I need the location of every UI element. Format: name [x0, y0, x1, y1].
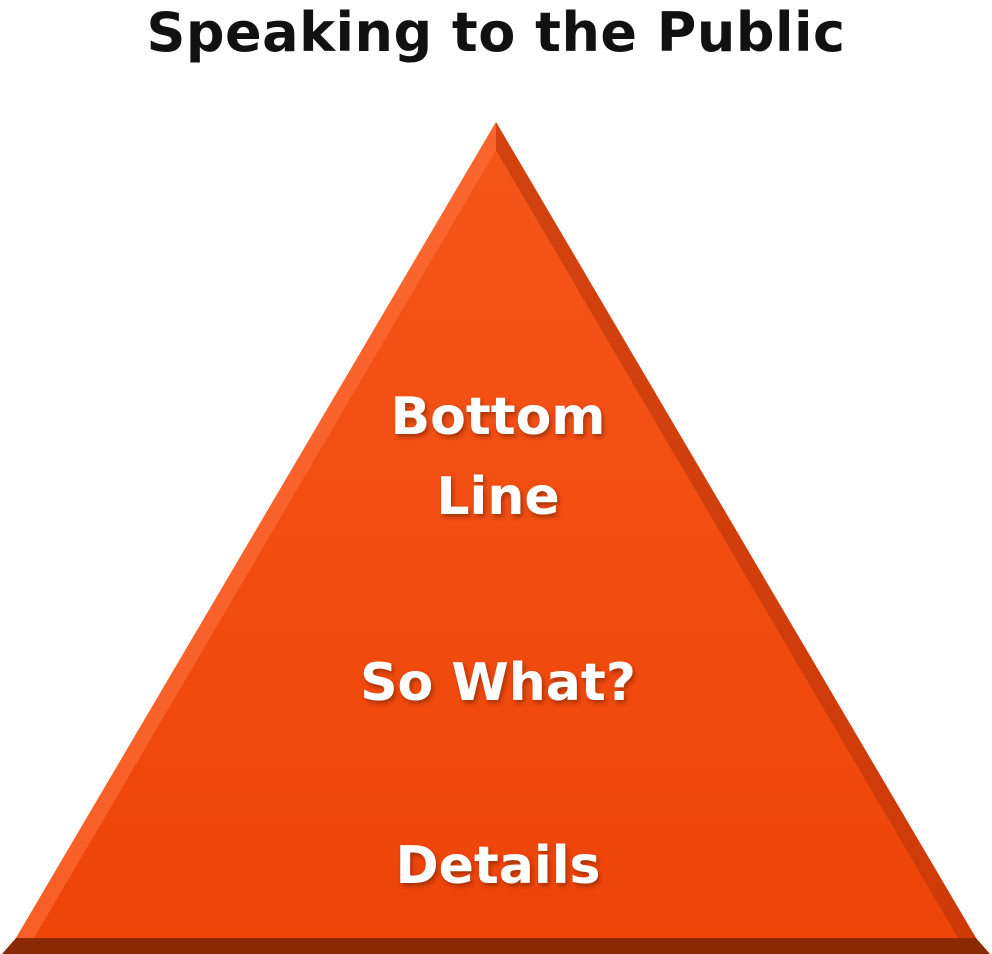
pyramid-left-bevel: [16, 122, 496, 938]
pyramid-shape: [16, 122, 976, 938]
level-label-bottom-line-1: Bottom: [391, 387, 606, 447]
level-label-details: Details: [396, 836, 601, 896]
pyramid-right-bevel: [496, 122, 976, 938]
pyramid-base-bevel: [2, 938, 990, 954]
level-label-so-what: So What?: [360, 653, 636, 713]
page-title: Speaking to the Public: [146, 1, 846, 64]
level-label-bottom-line-2: Line: [436, 467, 559, 527]
